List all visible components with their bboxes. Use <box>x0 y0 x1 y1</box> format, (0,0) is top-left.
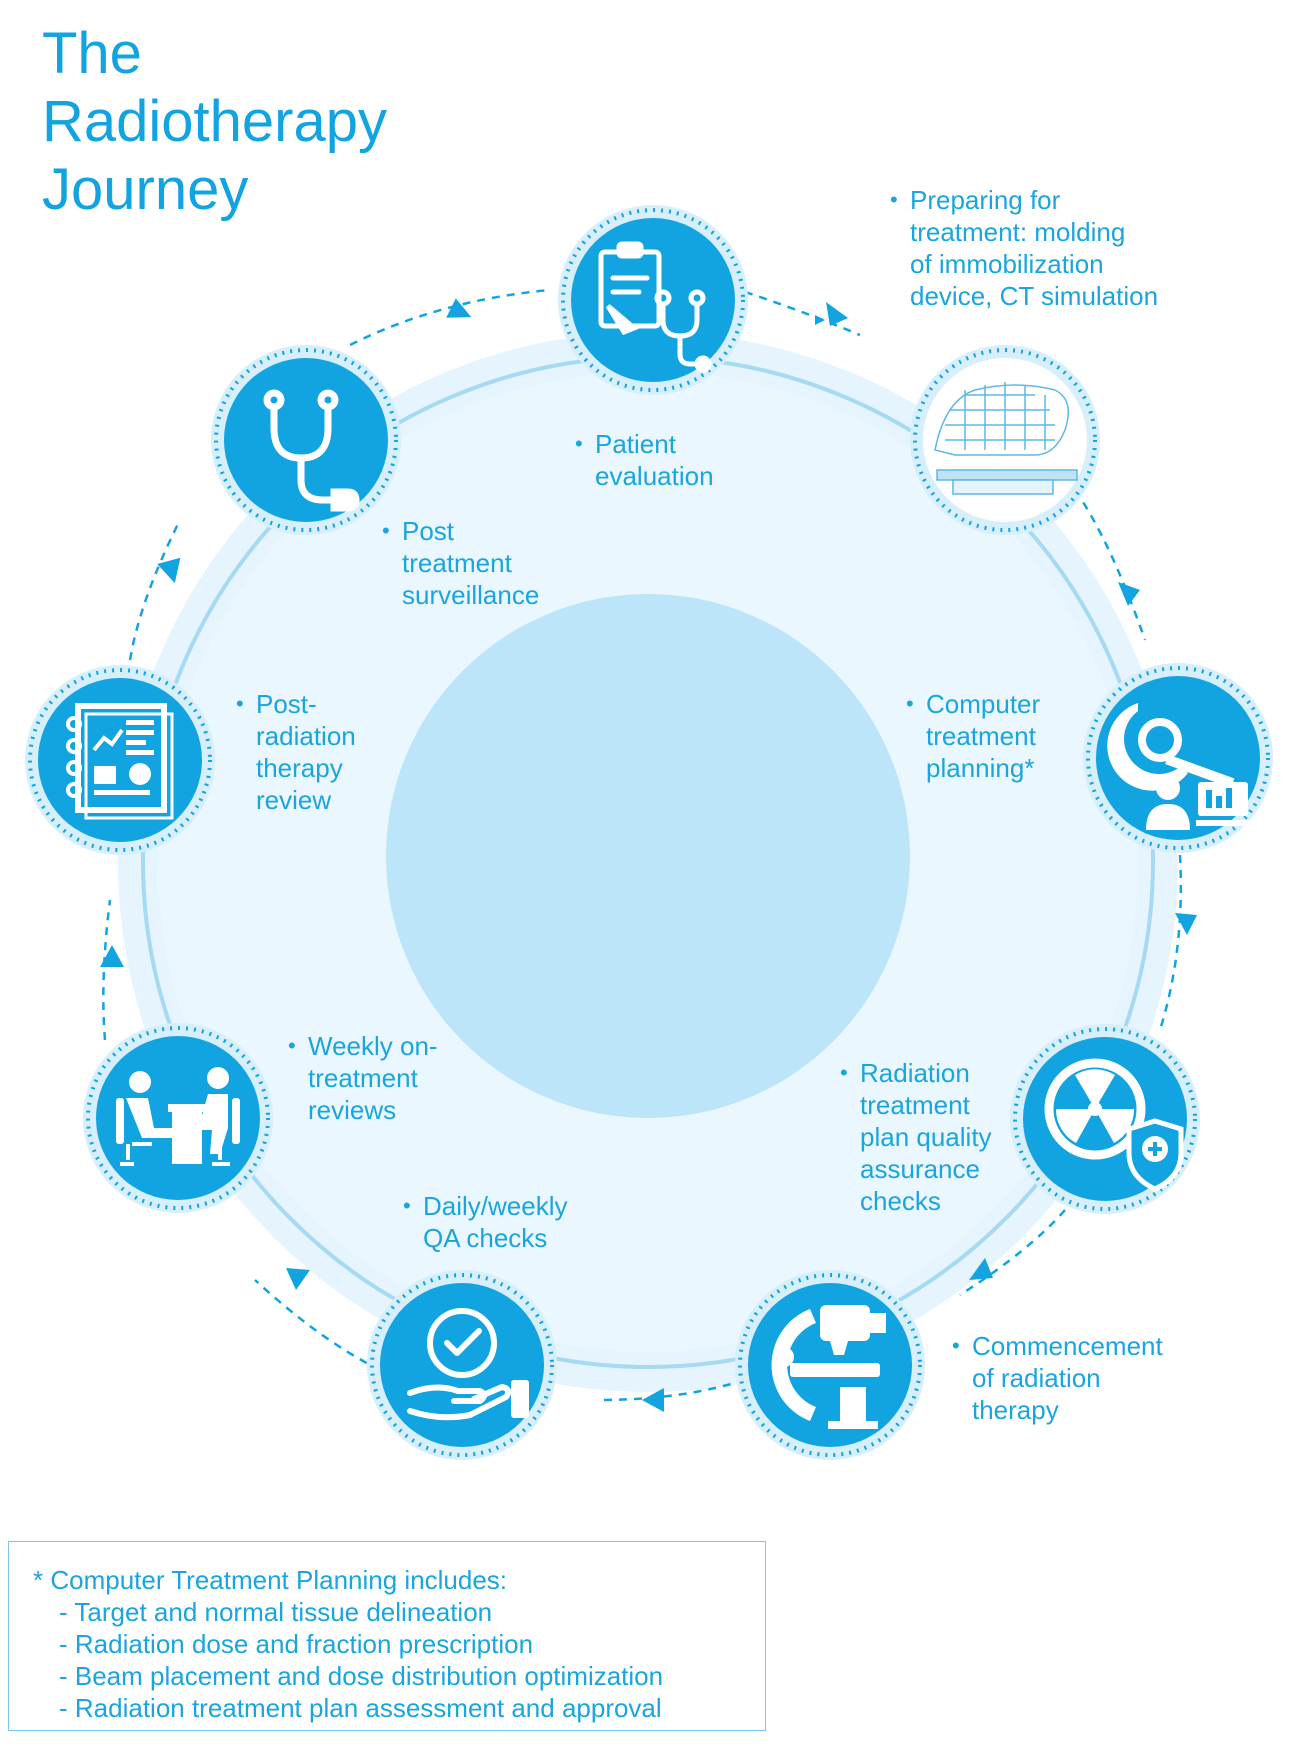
label-post-rt-review: • Post- radiation therapy review <box>236 688 356 816</box>
arrow <box>642 1388 664 1412</box>
hand-checkmark-icon <box>407 1308 529 1421</box>
label-patient-evaluation: • Patient evaluation <box>575 428 714 492</box>
footnote-item: - Radiation dose and fraction prescripti… <box>59 1629 534 1659</box>
step-node-commencement[interactable] <box>735 1270 925 1460</box>
center-circle <box>386 594 910 1118</box>
footnote-item: - Target and normal tissue delineation <box>59 1597 493 1627</box>
label-line: Daily/weekly <box>423 1191 568 1221</box>
label-line: Post <box>402 516 455 546</box>
page-title: The Radiotherapy Journey <box>42 20 387 224</box>
label-line: of radiation <box>972 1363 1101 1393</box>
label-commencement: • Commencement of radiation therapy <box>952 1330 1163 1426</box>
label-line: therapy <box>256 753 343 783</box>
connector <box>349 288 551 347</box>
label-line: Preparing for <box>910 185 1061 215</box>
label-line: evaluation <box>595 461 714 491</box>
label-line: Radiation <box>860 1058 970 1088</box>
connector <box>1073 489 1147 641</box>
planning-footnote: * Computer Treatment Planning includes: … <box>8 1541 766 1731</box>
label-line: Patient <box>595 429 676 459</box>
connector <box>599 1378 746 1402</box>
footnote-item: - Radiation treatment plan assessment an… <box>59 1693 662 1723</box>
label-line: device, CT simulation <box>910 281 1159 311</box>
label-line: assurance <box>860 1154 980 1184</box>
label-line: Computer <box>926 689 1041 719</box>
step-node-surveillance[interactable] <box>211 345 401 535</box>
bullet: • <box>840 1060 848 1085</box>
connector <box>744 290 861 337</box>
flow-arrows <box>100 298 1197 1412</box>
immobilization-mask-icon <box>934 382 1078 495</box>
label-preparing-treatment: • Preparing for treatment: molding of im… <box>890 184 1159 312</box>
label-line: QA checks <box>423 1223 548 1253</box>
arrow <box>446 298 472 318</box>
step-node-patient-evaluation[interactable] <box>558 205 748 395</box>
connector <box>959 1209 1066 1297</box>
label-line: of immobilization <box>910 249 1104 279</box>
title-line: Journey <box>42 157 249 222</box>
label-line: treatment: molding <box>910 217 1126 247</box>
connector <box>254 1279 381 1372</box>
ct-scanner-workstation-icon <box>1107 703 1252 830</box>
label-line: Commencement <box>972 1331 1163 1361</box>
step-node-daily-qa[interactable] <box>367 1270 557 1460</box>
label-line: checks <box>860 1186 941 1216</box>
bullet: • <box>952 1333 960 1358</box>
bullet: • <box>236 691 244 716</box>
label-line: treatment <box>926 721 1036 751</box>
footnote-heading: * Computer Treatment Planning includes: <box>33 1565 508 1595</box>
label-surveillance: • Post treatment surveillance <box>382 515 540 611</box>
arrow <box>157 557 181 584</box>
stethoscope-icon <box>263 389 360 512</box>
step-node-post-rt-review[interactable] <box>25 665 215 855</box>
bullet: • <box>906 691 914 716</box>
bullet: • <box>382 518 390 543</box>
step-node-preparing-treatment[interactable] <box>910 345 1100 535</box>
label-line: Weekly on- <box>308 1031 438 1061</box>
step-node-computer-planning[interactable] <box>1083 663 1273 853</box>
linear-accelerator-icon <box>771 1305 886 1429</box>
bullet: • <box>890 187 898 212</box>
arrow <box>286 1268 310 1290</box>
arrow <box>100 945 124 967</box>
bullet: • <box>575 431 583 456</box>
label-line: surveillance <box>402 580 540 610</box>
step-node-qa-plan-checks[interactable] <box>1010 1024 1200 1214</box>
label-line: plan quality <box>860 1122 992 1152</box>
report-notebook-icon <box>66 703 174 820</box>
label-line: Post- <box>256 689 317 719</box>
label-line: treatment <box>308 1063 418 1093</box>
title-line: Radiotherapy <box>42 89 387 154</box>
arrow <box>1175 913 1197 935</box>
label-line: review <box>256 785 332 815</box>
label-line: treatment <box>402 548 512 578</box>
label-daily-qa: • Daily/weekly QA checks <box>403 1190 568 1254</box>
label-line: therapy <box>972 1395 1059 1425</box>
title-line: The <box>42 21 142 86</box>
label-line: radiation <box>256 721 356 751</box>
radiation-shield-icon <box>1044 1058 1184 1192</box>
connector <box>1158 854 1183 1031</box>
label-line: treatment <box>860 1090 970 1120</box>
doctor-patient-desk-icon <box>116 1067 240 1166</box>
arrow <box>826 302 848 326</box>
arrow <box>1118 582 1140 606</box>
label-line: reviews <box>308 1095 397 1125</box>
flow-connectors <box>102 288 1183 1402</box>
arrow <box>969 1258 993 1280</box>
footnote-item: - Beam placement and dose distribution o… <box>59 1661 664 1691</box>
step-node-weekly-reviews[interactable] <box>83 1023 273 1213</box>
label-line: planning* <box>926 753 1035 783</box>
connector <box>102 899 112 1041</box>
connector <box>128 519 182 661</box>
clipboard-stethoscope-icon <box>598 241 712 373</box>
bullet: • <box>403 1193 411 1218</box>
label-qa-plan-checks: • Radiation treatment plan quality assur… <box>840 1057 992 1217</box>
bullet: • <box>288 1033 296 1058</box>
label-computer-planning: • Computer treatment planning* <box>906 688 1041 784</box>
label-weekly-reviews: • Weekly on- treatment reviews <box>288 1030 438 1126</box>
